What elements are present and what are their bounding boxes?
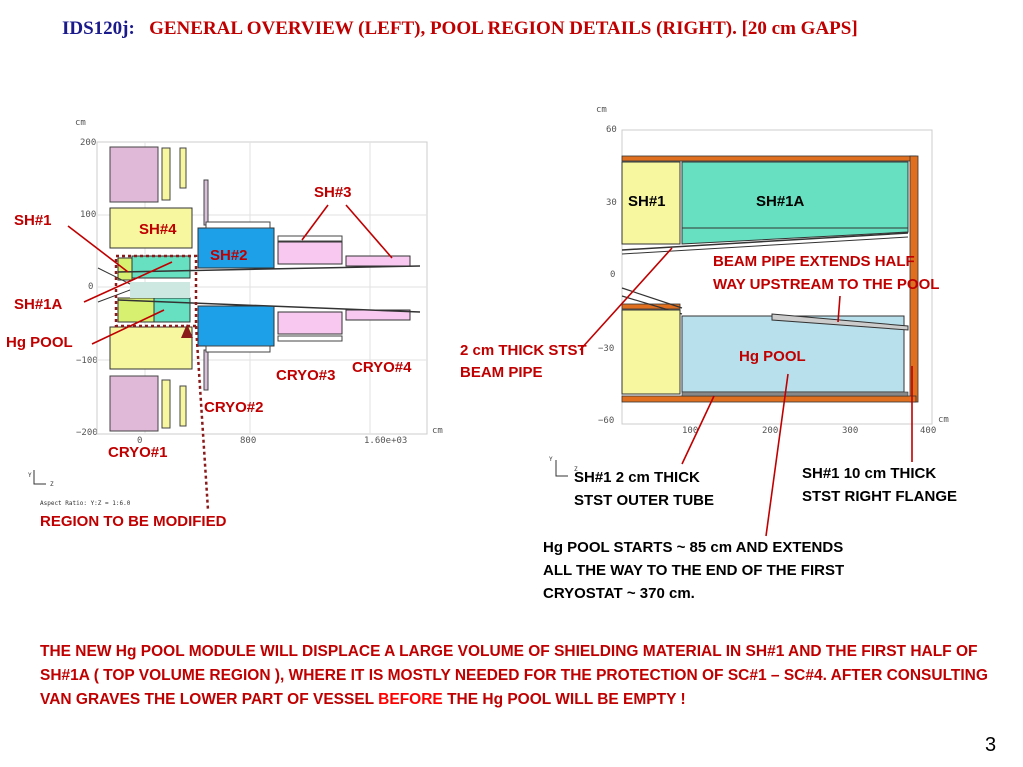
label-hg-pool-left: Hg POOL xyxy=(6,334,73,351)
aspect-ratio-note: Aspect Ratio: Y:Z = 1:6.0 xyxy=(40,500,131,507)
right-steel-bottom xyxy=(621,395,917,403)
right-xtick: 200 xyxy=(762,426,779,436)
label-sh1a-right: SH#1A xyxy=(756,193,805,210)
left-axis-z: Z xyxy=(50,481,54,488)
label-cryo2: CRYO#2 xyxy=(204,399,264,416)
right-axis-glyph xyxy=(555,460,568,477)
beam-line-top xyxy=(117,265,421,273)
paragraph-emphasis: BEFORE xyxy=(378,691,443,708)
left-ytick: 100 xyxy=(80,210,97,220)
title-id: IDS120j: xyxy=(62,18,135,39)
paragraph-part1: THE NEW Hg POOL MODULE WILL DISPLACE A L… xyxy=(40,643,988,708)
label-sh2: SH#2 xyxy=(210,247,248,264)
cryo1-thin-bottom xyxy=(161,379,171,429)
right-half-beam-pipe xyxy=(771,313,909,331)
cryo-thin2-bottom xyxy=(179,385,187,427)
left-axis-glyph xyxy=(33,470,46,485)
right-ytick: 30 xyxy=(606,198,617,208)
label-stst-1: 2 cm THICK STST xyxy=(460,342,587,359)
label-starts-3: CRYOSTAT ~ 370 cm. xyxy=(543,585,695,602)
right-xtick: 400 xyxy=(920,426,937,436)
label-sh1a-left: SH#1A xyxy=(14,296,63,313)
left-unit-x: cm xyxy=(432,426,443,436)
right-ytick: 60 xyxy=(606,125,617,135)
label-flange-1: SH#1 10 cm THICK xyxy=(802,465,937,482)
label-cryo4: CRYO#4 xyxy=(352,359,412,376)
label-starts-1: Hg POOL STARTS ~ 85 cm AND EXTENDS xyxy=(543,539,844,556)
pool-band xyxy=(130,282,190,298)
right-ytick: −30 xyxy=(598,344,615,354)
label-cryo3: CRYO#3 xyxy=(276,367,336,384)
label-sh1-left: SH#1 xyxy=(14,212,52,229)
region-box xyxy=(114,254,198,328)
left-xtick: 0 xyxy=(137,436,143,446)
right-unit-x: cm xyxy=(938,415,949,425)
region-pointer xyxy=(194,325,210,511)
right-xtick: 300 xyxy=(842,426,859,436)
label-beam-pipe-2: WAY UPSTREAM TO THE POOL xyxy=(713,276,940,293)
region-arrowhead xyxy=(181,324,193,338)
left-arrows xyxy=(67,204,393,345)
sh2-cap-bottom xyxy=(205,345,271,353)
sh3-top-2 xyxy=(345,255,411,267)
sh4-top xyxy=(109,207,193,249)
label-sh3: SH#3 xyxy=(314,184,352,201)
description-paragraph: THE NEW Hg POOL MODULE WILL DISPLACE A L… xyxy=(40,640,1000,712)
label-sh1-right: SH#1 xyxy=(628,193,666,210)
label-cryo1: CRYO#1 xyxy=(108,444,168,461)
label-sh4: SH#4 xyxy=(139,221,177,238)
sh2-cap-top xyxy=(205,221,271,229)
left-ytick: −100 xyxy=(76,356,98,366)
label-stst-2: BEAM PIPE xyxy=(460,364,543,381)
sh3-cap-bottom xyxy=(277,335,343,342)
right-unit-y: cm xyxy=(596,105,607,115)
label-hg-pool-right: Hg POOL xyxy=(739,348,806,365)
page-title: IDS120j: GENERAL OVERVIEW (LEFT), POOL R… xyxy=(62,18,858,40)
right-ytick: 0 xyxy=(610,270,616,280)
left-ytick: 200 xyxy=(80,138,97,148)
right-ytick: −60 xyxy=(598,416,615,426)
right-outer-tube xyxy=(681,391,909,397)
left-axis-y: Y xyxy=(28,472,32,479)
label-flange-2: STST RIGHT FLANGE xyxy=(802,488,957,505)
right-hg-pool xyxy=(681,315,905,393)
right-sh1-bottom xyxy=(621,309,681,395)
label-beam-pipe-1: BEAM PIPE EXTENDS HALF xyxy=(713,253,915,270)
page-number: 3 xyxy=(985,734,997,756)
right-xtick: 100 xyxy=(682,426,699,436)
left-xtick: 1.60e+03 xyxy=(364,436,408,446)
right-sh1-top xyxy=(621,161,681,245)
label-region-to-be-modified: REGION TO BE MODIFIED xyxy=(40,513,227,530)
title-text: GENERAL OVERVIEW (LEFT), POOL REGION DET… xyxy=(149,18,858,39)
left-ytick: −200 xyxy=(76,428,98,438)
beam-line-bottom xyxy=(117,299,421,313)
sh3-bottom-1 xyxy=(277,311,343,335)
left-xtick: 800 xyxy=(240,436,257,446)
cryo1-top xyxy=(109,146,159,203)
sh2-top xyxy=(197,227,275,269)
right-steel-mid xyxy=(621,303,681,310)
beam-in-bottom xyxy=(97,289,131,303)
sh3-top-1 xyxy=(277,241,343,265)
right-arrows xyxy=(579,247,913,537)
label-outer-1: SH#1 2 cm THICK xyxy=(574,469,700,486)
label-outer-2: STST OUTER TUBE xyxy=(574,492,715,509)
label-starts-2: ALL THE WAY TO THE END OF THE FIRST xyxy=(543,562,845,579)
left-ytick: 0 xyxy=(88,282,94,292)
cryo-thin2-top xyxy=(179,147,187,189)
cryo1-bottom xyxy=(109,375,159,432)
sh3-cap-top xyxy=(277,235,343,242)
right-axis-y: Y xyxy=(549,456,553,463)
paragraph-part2: THE Hg POOL WILL BE EMPTY ! xyxy=(442,691,686,708)
right-steel-top xyxy=(621,155,917,162)
right-beam-pipe-top xyxy=(621,232,909,251)
left-unit-y: cm xyxy=(75,118,86,128)
beam-in-top xyxy=(97,267,131,285)
right-sh1a-wedge xyxy=(681,227,909,245)
cryo1-thin-top xyxy=(161,147,171,201)
right-axis-z: Z xyxy=(574,466,578,473)
